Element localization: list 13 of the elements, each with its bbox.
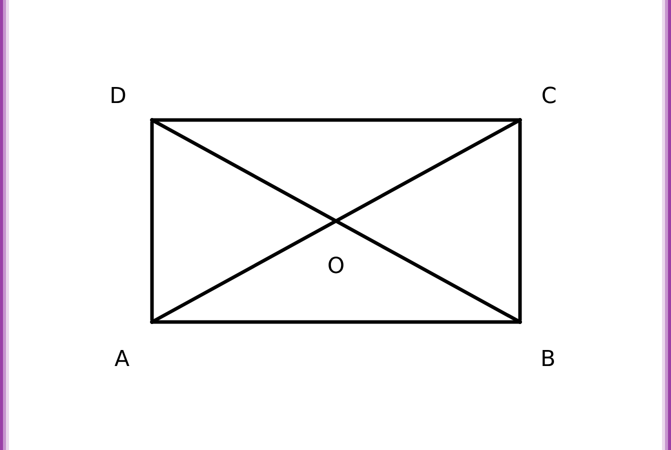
vertex-point	[150, 118, 154, 122]
vertex-point	[518, 118, 522, 122]
vertex-label: C	[542, 86, 556, 104]
vertex-label: A	[114, 350, 130, 366]
line-segment	[518, 120, 522, 322]
point-label: O	[328, 256, 344, 274]
vertex-label: D	[112, 86, 126, 104]
vertex-point	[518, 320, 522, 324]
line-segment	[150, 120, 154, 322]
vertex-label: B	[542, 350, 554, 366]
line-segment	[150, 320, 522, 324]
line-segment	[150, 118, 522, 122]
vertex-point	[150, 320, 154, 324]
